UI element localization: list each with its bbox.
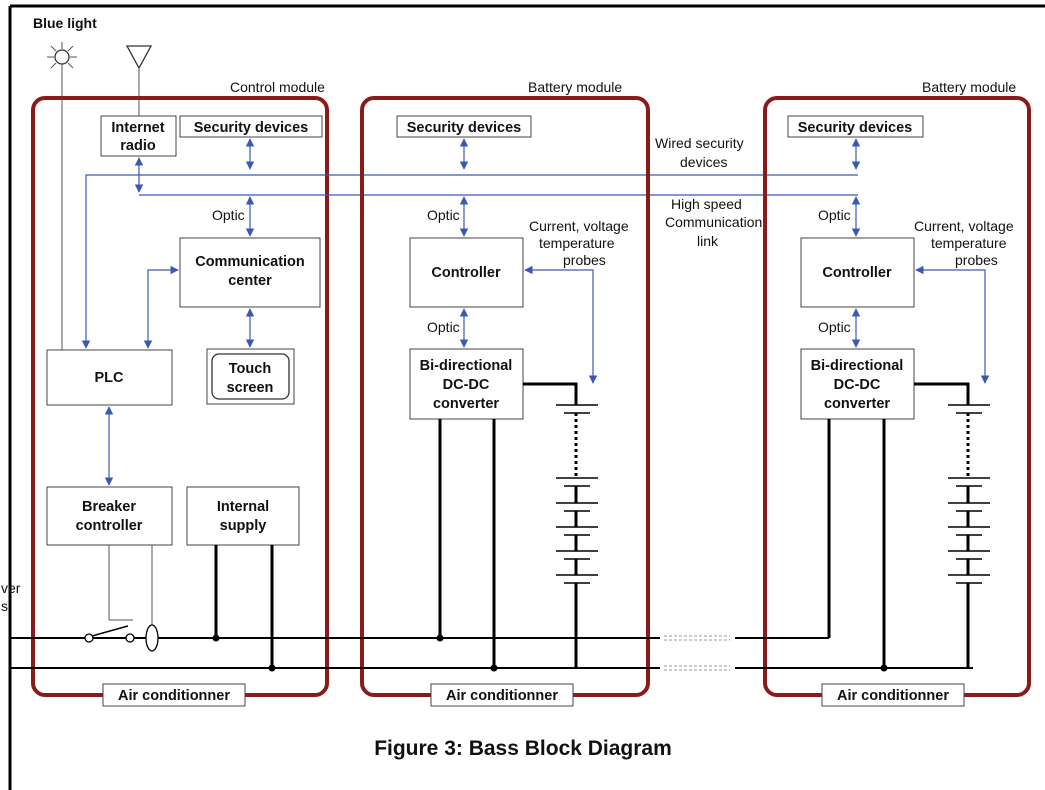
left-cut-text-2: s bbox=[1, 598, 8, 614]
battery-1-converter-box bbox=[409, 348, 524, 420]
breaker-controller-label-1: Breaker bbox=[82, 499, 136, 515]
control-security-devices-label: Security devices bbox=[194, 120, 308, 136]
battery-2-security-devices-label: Security devices bbox=[798, 120, 912, 136]
internal-supply-box bbox=[186, 486, 300, 546]
communication-center-label-2: center bbox=[228, 273, 272, 289]
battery-2-controller-label: Controller bbox=[822, 265, 892, 281]
battery-1-converter-label-3: converter bbox=[433, 396, 499, 412]
breaker-controller-label-2: controller bbox=[76, 518, 143, 534]
high-speed-label-3: link bbox=[697, 233, 719, 249]
battery-module-2-title: Battery module bbox=[922, 79, 1016, 95]
plc-label: PLC bbox=[95, 370, 125, 386]
internal-supply-label-2: supply bbox=[220, 518, 267, 534]
battery-1-probes-label-2: temperature bbox=[539, 235, 615, 251]
internet-radio-box bbox=[100, 115, 177, 157]
battery-1-optic-top: Optic bbox=[427, 207, 460, 223]
light-icon bbox=[47, 42, 77, 69]
control-security-devices-box bbox=[179, 115, 323, 138]
control-module-title: Control module bbox=[230, 79, 325, 95]
figure-caption: Figure 3: Bass Block Diagram bbox=[374, 737, 672, 760]
battery-1-converter-label-1: Bi-directional bbox=[420, 358, 513, 374]
battery-2-converter-label-1: Bi-directional bbox=[811, 358, 904, 374]
battery-stack-2-icon bbox=[948, 404, 990, 584]
battery-2-controller-box bbox=[800, 237, 915, 308]
battery-2-converter-label-3: converter bbox=[824, 396, 890, 412]
battery-1-probes-label-3: probes bbox=[563, 252, 606, 268]
battery-1-security-devices-box bbox=[396, 115, 532, 138]
battery-stack-1-icon bbox=[556, 404, 598, 584]
battery-2-converter-box bbox=[800, 348, 915, 420]
breaker-switch-icon bbox=[10, 625, 135, 643]
left-cut-text-1: ver bbox=[1, 580, 21, 596]
battery-module-1-title: Battery module bbox=[528, 79, 622, 95]
battery-1-controller-box bbox=[409, 237, 524, 308]
breaker-controller-box bbox=[46, 486, 173, 546]
high-speed-label-1: High speed bbox=[671, 196, 742, 212]
battery-2-optic-bottom: Optic bbox=[818, 319, 851, 335]
communication-center-label-1: Communication bbox=[195, 254, 305, 270]
current-sensor-icon bbox=[145, 624, 159, 652]
control-air-conditioner-box bbox=[102, 683, 246, 707]
high-speed-label-2: Communication bbox=[665, 214, 762, 230]
antenna-icon bbox=[125, 45, 153, 118]
touch-screen-label-1: Touch bbox=[229, 361, 271, 377]
touch-screen-inner bbox=[211, 353, 290, 400]
battery-1-converter-label-2: DC-DC bbox=[443, 377, 490, 393]
plc-box bbox=[46, 349, 173, 406]
battery-2-air-conditioner-label: Air conditionner bbox=[837, 688, 949, 704]
battery-1-air-conditioner-label: Air conditionner bbox=[446, 688, 558, 704]
internet-radio-label-2: radio bbox=[120, 138, 156, 154]
control-optic-label: Optic bbox=[212, 207, 245, 223]
battery-2-probes-label-3: probes bbox=[955, 252, 998, 268]
battery-2-probes-label-2: temperature bbox=[931, 235, 1007, 251]
battery-2-air-conditioner-box bbox=[821, 683, 965, 707]
control-air-conditioner-label: Air conditionner bbox=[118, 688, 230, 704]
internal-supply-label-1: Internal bbox=[217, 499, 269, 515]
battery-1-optic-bottom: Optic bbox=[427, 319, 460, 335]
battery-2-probes-label-1: Current, voltage bbox=[914, 218, 1014, 234]
battery-2-security-devices-box bbox=[787, 115, 924, 138]
wired-security-label-1: Wired security bbox=[655, 135, 744, 151]
battery-2-converter-label-2: DC-DC bbox=[834, 377, 881, 393]
touch-screen-label-2: screen bbox=[227, 380, 274, 396]
battery-1-security-devices-label: Security devices bbox=[407, 120, 521, 136]
battery-1-probes-label-1: Current, voltage bbox=[529, 218, 629, 234]
battery-2-optic-top: Optic bbox=[818, 207, 851, 223]
internet-radio-label-1: Internet bbox=[111, 120, 164, 136]
wired-security-label-2: devices bbox=[680, 154, 727, 170]
blue-light-label: Blue light bbox=[33, 15, 97, 31]
communication-center-box bbox=[179, 237, 321, 308]
battery-1-controller-label: Controller bbox=[431, 265, 501, 281]
battery-1-air-conditioner-box bbox=[430, 683, 574, 707]
